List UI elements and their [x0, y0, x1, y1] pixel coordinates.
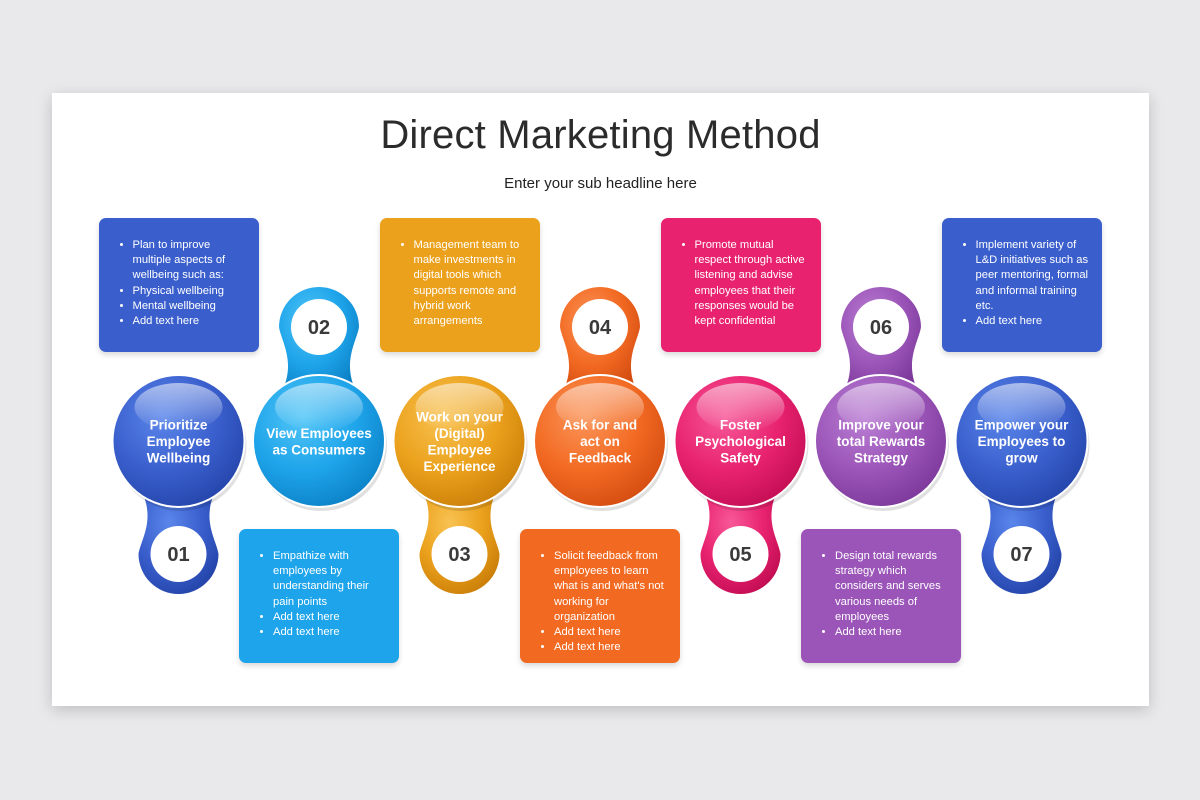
circle-gloss	[275, 383, 363, 431]
bullet-item: Management team to make investments in d…	[414, 238, 530, 329]
step-number: 04	[589, 317, 612, 339]
number-badge	[291, 299, 347, 355]
bullet-list: Empathize with employees by understandin…	[253, 549, 389, 640]
number-badge	[150, 526, 207, 582]
bullet-item: Add text here	[835, 625, 951, 640]
step-02-textbox: Empathize with employees by understandin…	[239, 529, 399, 663]
step-number: 02	[308, 317, 330, 339]
bullet-item: Empathize with employees by understandin…	[273, 549, 389, 610]
circle-gloss	[415, 383, 504, 431]
step-number: 07	[1010, 544, 1032, 566]
bullet-list: Management team to make investments in d…	[394, 238, 530, 329]
bullet-item: Solicit feedback from employees to learn…	[554, 549, 670, 625]
step-06-textbox: Design total rewards strategy which cons…	[801, 529, 961, 663]
step-04-textbox: Solicit feedback from employees to learn…	[520, 529, 680, 663]
step-number: 01	[167, 544, 189, 566]
step-01-textbox: Plan to improve multiple aspects of well…	[98, 218, 259, 352]
number-badge	[853, 299, 909, 355]
bullet-item: Plan to improve multiple aspects of well…	[133, 238, 249, 284]
number-badge	[993, 526, 1050, 582]
step-07-textbox: Implement variety of L&D initiatives suc…	[941, 218, 1102, 352]
bullet-item: Design total rewards strategy which cons…	[835, 549, 951, 625]
bullet-list: Solicit feedback from employees to learn…	[534, 549, 670, 655]
bullet-item: Add text here	[976, 314, 1092, 329]
bullet-item: Add text here	[133, 314, 249, 329]
bullet-list: Plan to improve multiple aspects of well…	[113, 238, 249, 329]
step-05-textbox: Promote mutual respect through active li…	[660, 218, 821, 352]
bullet-item: Add text here	[273, 610, 389, 625]
bullet-item: Add text here	[273, 625, 389, 640]
number-badge	[712, 526, 769, 582]
bullet-list: Promote mutual respect through active li…	[675, 238, 811, 329]
slide: Direct Marketing Method Enter your sub h…	[52, 93, 1149, 706]
step-03-textbox: Management team to make investments in d…	[379, 218, 540, 352]
step-number: 03	[448, 544, 470, 566]
step-number: 06	[870, 317, 892, 339]
bullet-item: Physical wellbeing	[133, 284, 249, 299]
slide-subtitle: Enter your sub headline here	[504, 175, 697, 192]
bullet-list: Design total rewards strategy which cons…	[815, 549, 951, 640]
bullet-item: Add text here	[554, 625, 670, 640]
circle-gloss	[556, 383, 644, 431]
bullet-item: Implement variety of L&D initiatives suc…	[976, 238, 1092, 314]
bullet-item: Promote mutual respect through active li…	[695, 238, 811, 329]
circle-gloss	[837, 383, 925, 431]
circle-gloss	[696, 383, 785, 431]
bullet-item: Add text here	[554, 640, 670, 655]
bullet-item: Mental wellbeing	[133, 299, 249, 314]
circle-gloss	[977, 383, 1066, 431]
circle-gloss	[134, 383, 223, 431]
bullet-list: Implement variety of L&D initiatives suc…	[956, 238, 1092, 329]
step-number: 05	[729, 544, 751, 566]
number-badge	[572, 299, 628, 355]
number-badge	[431, 526, 488, 582]
slide-title: Direct Marketing Method	[380, 113, 821, 157]
